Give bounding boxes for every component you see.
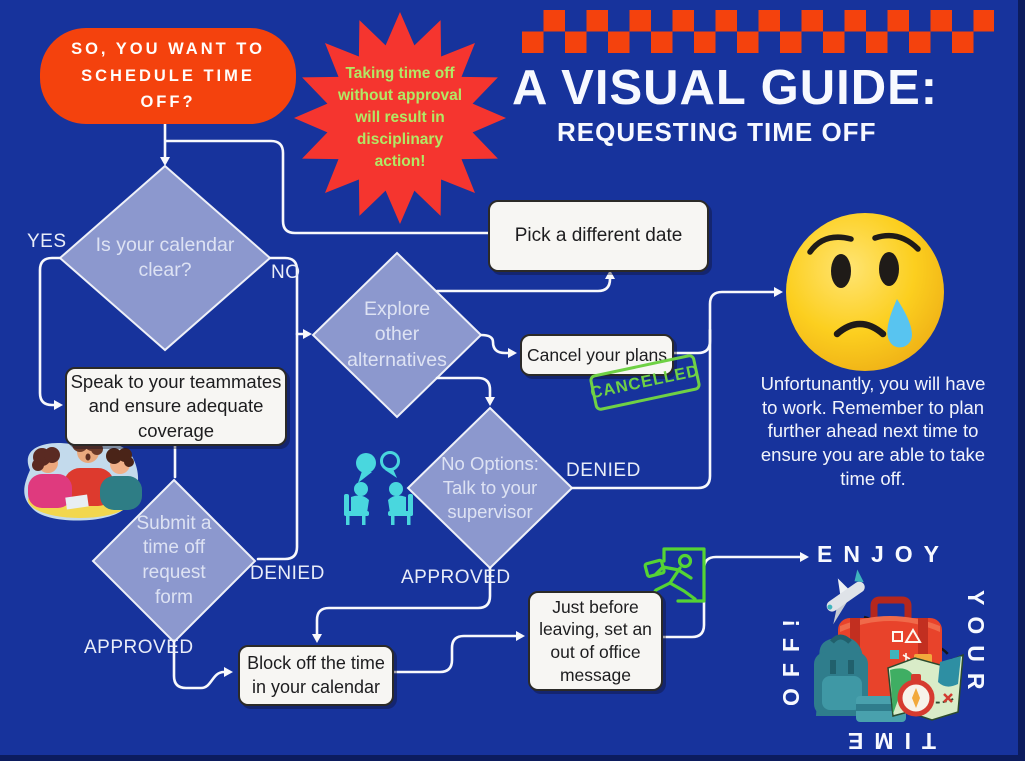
- page-subtitle: REQUESTING TIME OFF: [557, 117, 877, 147]
- page-edge-bottom: [0, 755, 1025, 761]
- time-word: TIME: [837, 728, 936, 754]
- step-block-time: Block off the time in your calendar: [238, 645, 394, 706]
- label-yes: YES: [27, 231, 67, 252]
- start-badge: SO, YOU WANT TO SCHEDULE TIME OFF?: [40, 28, 296, 124]
- decision-explore-alternatives: Explore other alternatives: [347, 297, 447, 371]
- checker-strip: [522, 10, 994, 53]
- step-speak-teammates: Speak to your teammates and ensure adequ…: [65, 367, 287, 446]
- label-denied-supervisor: DENIED: [566, 460, 641, 481]
- decision-no-options: No Options: Talk to your supervisor: [441, 452, 539, 523]
- page-edge-right: [1018, 0, 1025, 761]
- your-word: YOUR: [963, 590, 989, 701]
- off-word: OFF!: [778, 608, 804, 706]
- work-outcome-text: Unfortunantly, you will have to work. Re…: [760, 373, 986, 489]
- label-approved-supervisor: APPROVED: [401, 567, 511, 588]
- airplane-icon: [826, 569, 865, 625]
- decision-calendar-clear: Is your calendar clear?: [95, 233, 235, 281]
- label-approved-submit: APPROVED: [84, 637, 194, 658]
- step-cancel-plans: Cancel your plans: [520, 334, 674, 376]
- page-title: A VISUAL GUIDE:: [512, 61, 939, 115]
- label-denied-submit: DENIED: [250, 563, 325, 584]
- decision-submit-form: Submit a time off request form: [136, 512, 212, 608]
- warning-burst-text: Taking time off without approval will re…: [338, 65, 462, 170]
- start-badge-text: SO, YOU WANT TO SCHEDULE TIME OFF?: [71, 40, 265, 112]
- step-pick-date: Pick a different date: [488, 200, 709, 272]
- teammates-illustration: [24, 435, 142, 521]
- label-no: NO: [271, 262, 301, 283]
- step-ooo-message: Just before leaving, set an out of offic…: [528, 591, 663, 691]
- travel-luggage-illustration: [814, 569, 964, 722]
- tear-drop: [887, 299, 912, 348]
- supervisor-meeting-icon: [344, 451, 413, 525]
- sad-emoji-icon: [786, 213, 944, 371]
- enjoy-word: ENJOY: [817, 541, 950, 567]
